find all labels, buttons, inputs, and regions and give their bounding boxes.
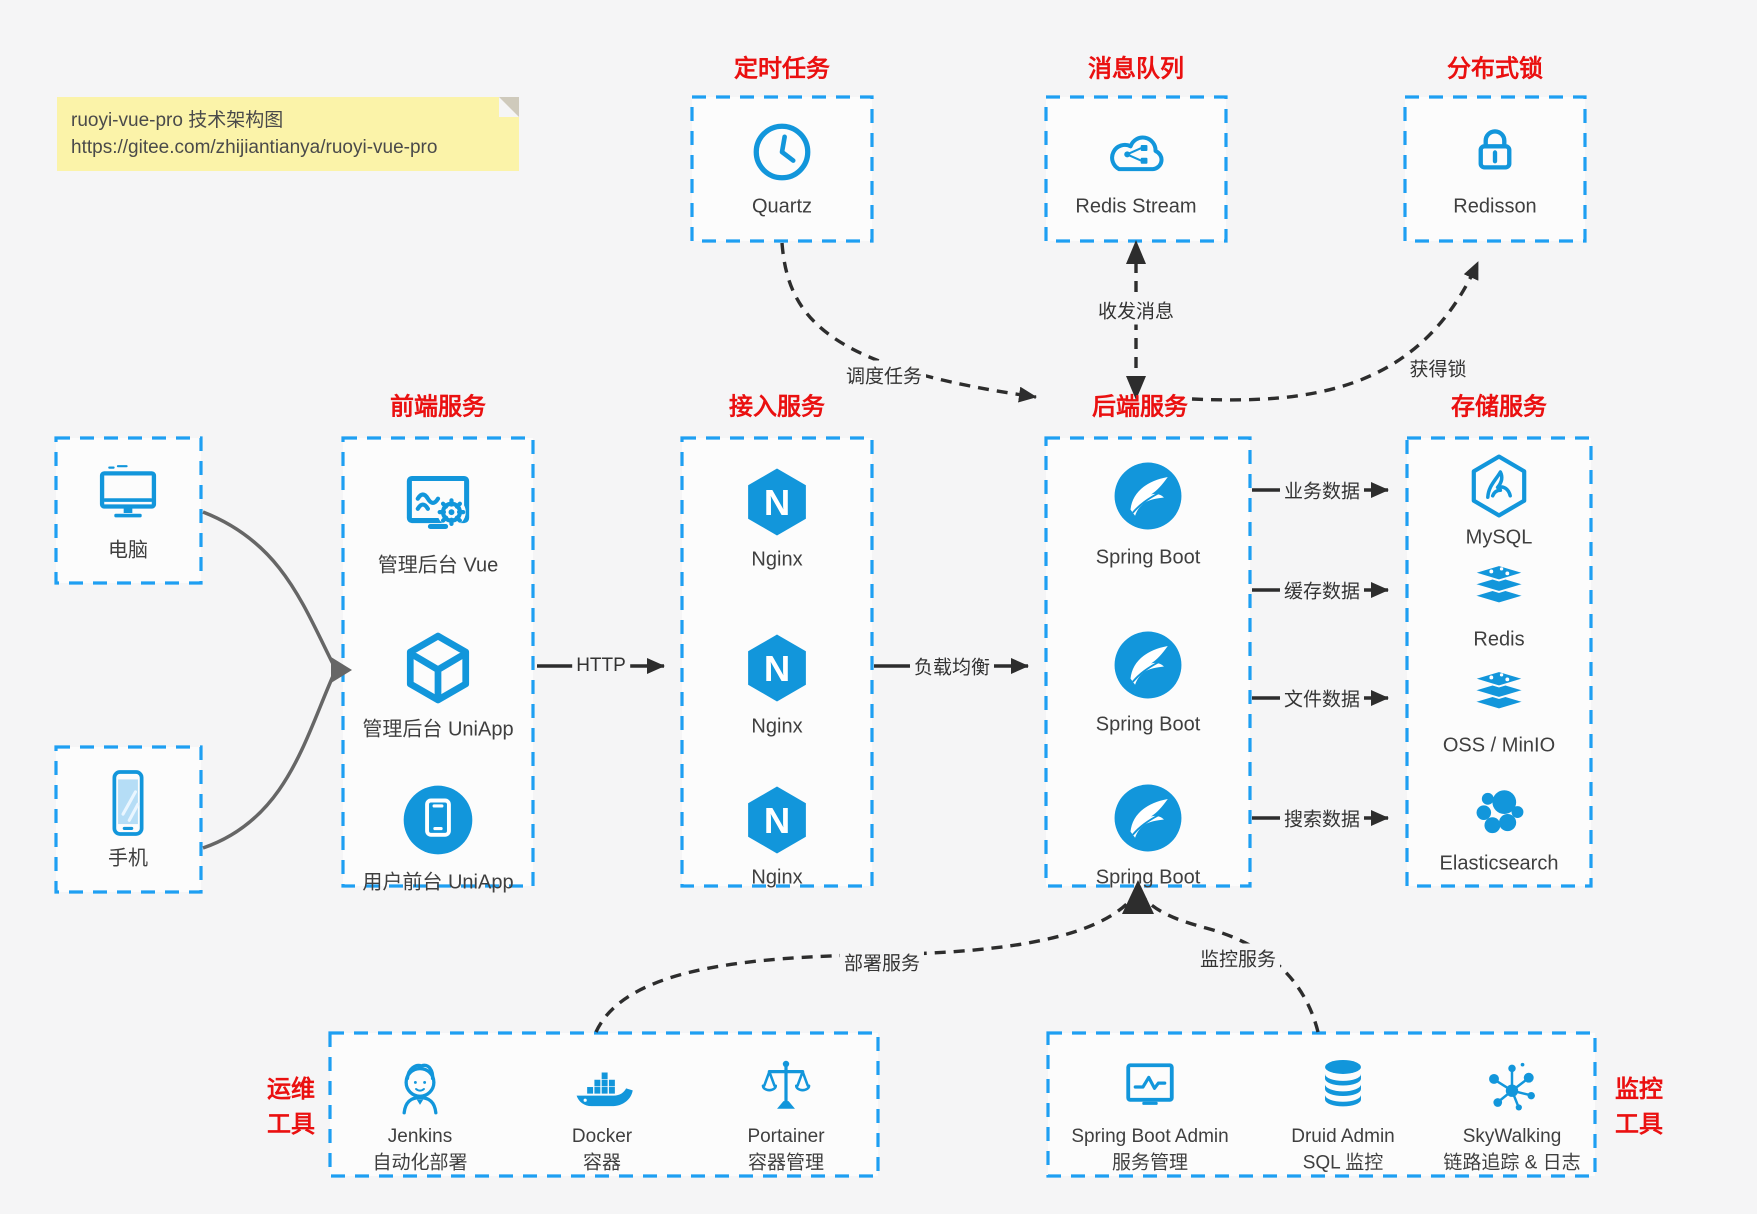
elasticsearch-icon xyxy=(1476,790,1524,834)
note-title: ruoyi-vue-pro 技术架构图 xyxy=(71,110,284,131)
edge-monitor-service xyxy=(1140,894,1320,1033)
redis-stack-icon xyxy=(1472,670,1526,711)
title-scheduled-task: 定时任务 xyxy=(734,55,830,83)
druid-admin-label: Druid Admin xyxy=(1291,1126,1395,1147)
springboot-admin-label: Spring Boot Admin xyxy=(1071,1126,1229,1147)
springboot-admin-sublabel: 服务管理 xyxy=(1111,1152,1189,1174)
jenkins-icon xyxy=(402,1063,438,1115)
mysql-label: MySQL xyxy=(1465,526,1533,549)
spring-icon xyxy=(1114,462,1182,530)
spring-boot-label-1: Spring Boot xyxy=(1095,546,1201,569)
send-receive-message-edge-label: 收发消息 xyxy=(1093,295,1179,325)
mysql-icon xyxy=(1471,454,1527,518)
docker-icon xyxy=(576,1072,633,1107)
monitor-tools-box xyxy=(1046,1031,1597,1178)
skywalking-icon xyxy=(1489,1062,1535,1111)
docker-label: Docker xyxy=(571,1126,633,1147)
nginx-icon: N xyxy=(748,786,806,854)
business-data-edge-label: 业务数据 xyxy=(1279,475,1365,505)
nginx-label-1: Nginx xyxy=(751,548,803,571)
docker-sublabel: 容器 xyxy=(582,1152,622,1174)
user-uniapp-label: 用户前台 UniApp xyxy=(362,871,514,894)
title-distributed-lock: 分布式锁 xyxy=(1447,55,1543,83)
nginx-label-3: Nginx xyxy=(751,866,803,889)
druid-icon xyxy=(1325,1060,1361,1107)
clock-icon xyxy=(753,123,811,181)
monitor-tools-side-label: 监控 工具 xyxy=(1615,1076,1663,1138)
client-arrowhead xyxy=(331,657,352,683)
portainer-label: Portainer xyxy=(747,1126,825,1147)
edge-phone-to-frontend xyxy=(202,675,335,850)
spring-boot-label-3: Spring Boot xyxy=(1095,866,1201,889)
redis-stack-icon xyxy=(1472,564,1526,605)
monitor-service-edge-label: 监控服务 xyxy=(1195,943,1281,973)
http-edge-label: HTTP xyxy=(572,654,630,678)
uniapp-cube-icon xyxy=(406,632,470,704)
skywalking-sublabel: 链路追踪 & 日志 xyxy=(1443,1152,1581,1174)
edge-acquire-lock xyxy=(1191,261,1480,402)
cloud-share-icon xyxy=(1110,135,1164,172)
title-storage-services: 存储服务 xyxy=(1451,393,1547,421)
redis-label: Redis xyxy=(1473,628,1525,651)
cache-data-edge-label: 缓存数据 xyxy=(1279,575,1365,605)
user-app-icon xyxy=(403,785,473,855)
title-message-queue: 消息队列 xyxy=(1088,55,1184,83)
redisson-label: Redisson xyxy=(1453,195,1537,218)
admin-vue-label: 管理后台 Vue xyxy=(377,554,499,577)
message-down-arrowhead xyxy=(1126,376,1146,400)
svg-text:N: N xyxy=(764,648,790,689)
oss-minio-label: OSS / MinIO xyxy=(1442,734,1556,757)
ops-tools-side-label: 运维 工具 xyxy=(267,1076,315,1138)
portainer-icon xyxy=(761,1060,811,1109)
nginx-icon: N xyxy=(748,468,806,536)
admin-uniapp-label: 管理后台 UniApp xyxy=(362,718,514,741)
deploy-service-edge-label: 部署服务 xyxy=(839,947,925,977)
portainer-sublabel: 容器管理 xyxy=(747,1152,825,1174)
schedule-task-edge-label: 调度任务 xyxy=(841,360,927,390)
acquire-lock-edge-label: 获得锁 xyxy=(1405,353,1471,383)
sticky-note: ruoyi-vue-pro 技术架构图 https://gitee.com/zh… xyxy=(57,97,519,171)
svg-text:N: N xyxy=(764,482,790,523)
jenkins-sublabel: 自动化部署 xyxy=(372,1152,468,1174)
springboot-admin-icon xyxy=(1126,1063,1174,1105)
backend-up-arrowhead xyxy=(1122,880,1154,914)
lock-icon xyxy=(1478,129,1512,170)
skywalking-label: SkyWalking xyxy=(1462,1126,1562,1147)
jenkins-label: Jenkins xyxy=(387,1126,453,1147)
note-url: https://gitee.com/zhijiantianya/ruoyi-vu… xyxy=(71,137,438,158)
message-up-arrowhead xyxy=(1126,240,1146,264)
title-backend-services: 后端服务 xyxy=(1092,393,1188,421)
spring-icon xyxy=(1114,784,1182,852)
search-data-edge-label: 搜索数据 xyxy=(1279,803,1365,833)
computer-icon xyxy=(99,465,157,518)
redis-stream-label: Redis Stream xyxy=(1075,195,1197,218)
file-data-edge-label: 文件数据 xyxy=(1279,683,1365,713)
edge-schedule-task xyxy=(780,242,1037,403)
quartz-label: Quartz xyxy=(751,195,813,218)
spring-boot-label-2: Spring Boot xyxy=(1095,713,1201,736)
phone-icon xyxy=(112,770,144,836)
load-balance-edge-label: 负载均衡 xyxy=(909,651,995,681)
nginx-label-2: Nginx xyxy=(751,715,803,738)
druid-admin-sublabel: SQL 监控 xyxy=(1302,1152,1384,1174)
computer-label: 电脑 xyxy=(108,539,148,562)
edge-computer-to-frontend xyxy=(202,510,335,665)
quartz-group-box xyxy=(690,95,874,243)
spring-icon xyxy=(1114,631,1182,699)
admin-vue-icon xyxy=(406,475,470,529)
svg-text:N: N xyxy=(764,800,790,841)
elasticsearch-label: Elasticsearch xyxy=(1439,852,1559,875)
title-frontend-services: 前端服务 xyxy=(390,393,486,421)
phone-label: 手机 xyxy=(108,847,148,870)
title-access-services: 接入服务 xyxy=(729,393,825,421)
nginx-icon: N xyxy=(748,634,806,702)
